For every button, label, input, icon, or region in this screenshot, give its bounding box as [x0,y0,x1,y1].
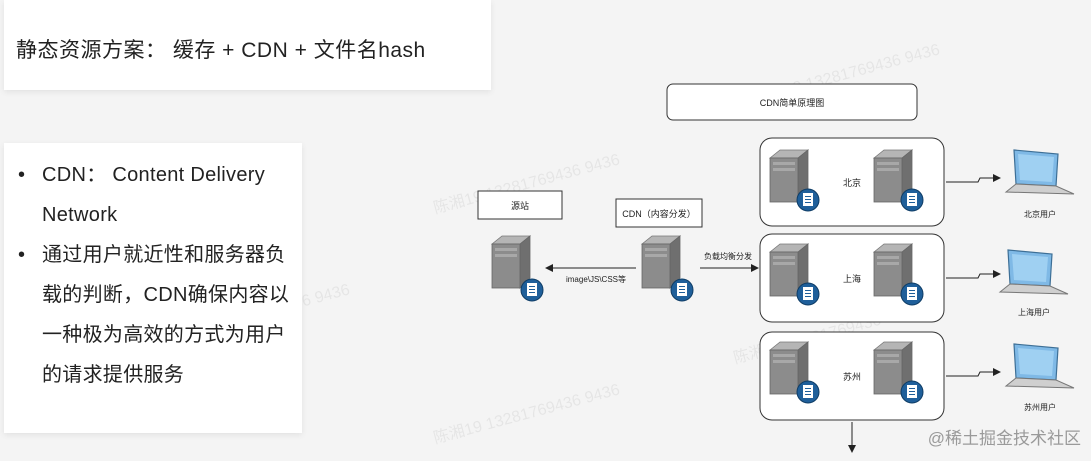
laptop-icon [1005,149,1075,195]
user-label-shanghai: 上海用户 [1018,307,1050,317]
cdn-server-icon [641,235,694,302]
bullet-text: CDN： Content Delivery Network [42,164,266,226]
bullet-list: • CDN： Content Delivery Network • 通过用户就近… [14,155,294,395]
diagram-title: CDN简单原理图 [760,97,825,108]
bullet-item-cdn: • CDN： Content Delivery Network [14,155,294,235]
user-label-suzhou: 苏州用户 [1024,402,1056,412]
load-balance-label: 负载均衡分发 [704,251,752,261]
bullet-item-description: • 通过用户就近性和服务器负载的判断，CDN确保内容以一种极为高效的方式为用户的… [14,235,294,395]
cdn-label: CDN（内容分发） [622,208,696,219]
origin-label-box [477,190,563,220]
user-label-beijing: 北京用户 [1024,209,1056,219]
laptop-icon [999,249,1069,295]
bullet-text: 通过用户就近性和服务器负载的判断，CDN确保内容以一种极为高效的方式为用户的请求… [42,244,290,386]
origin-server-icon [491,235,544,302]
diagram-title-box [666,83,918,121]
arrow-to-beijing-user [946,174,1001,183]
static-assets-label: image\JS\CSS等 [566,274,626,284]
bullet-card: • CDN： Content Delivery Network • 通过用户就近… [4,143,302,433]
heading-card: 静态资源方案： 缓存 + CDN + 文件名hash [4,0,491,90]
laptop-icon [1005,343,1075,389]
region-name-beijing: 北京 [843,177,861,188]
region-name-suzhou: 苏州 [843,371,861,382]
footer-brand: @稀土掘金技术社区 [927,429,1081,448]
arrow-to-suzhou-user [946,368,1001,377]
cdn-label-box [615,198,703,228]
origin-label: 源站 [511,200,529,211]
region-name-shanghai: 上海 [843,273,861,284]
bullet-dot-icon: • [18,164,26,186]
bullet-dot-icon: • [18,244,26,266]
arrow-to-shanghai-user [946,270,1001,279]
page-title: 静态资源方案： 缓存 + CDN + 文件名hash [16,39,426,62]
